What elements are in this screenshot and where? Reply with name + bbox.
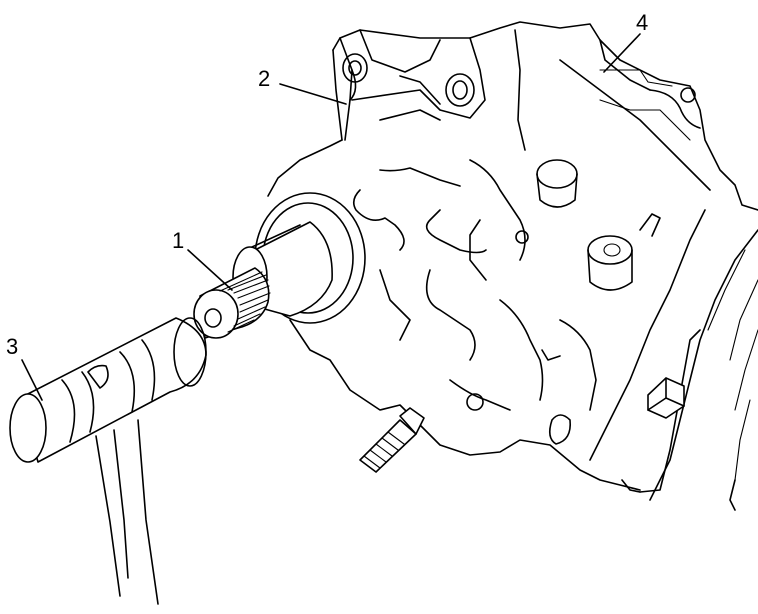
transmission-case [267,21,758,511]
callout-2: 2 [258,66,347,105]
callout-1: 1 [172,228,233,291]
splined-shaft [193,267,271,339]
callout-label-3: 3 [6,334,18,359]
tool-handle [9,317,207,605]
callout-3: 3 [6,334,43,401]
callout-label-4: 4 [636,10,648,35]
callout-4: 4 [603,10,648,73]
mounting-flange [339,29,486,141]
callout-label-2: 2 [258,66,270,91]
callout-label-1: 1 [172,228,184,253]
